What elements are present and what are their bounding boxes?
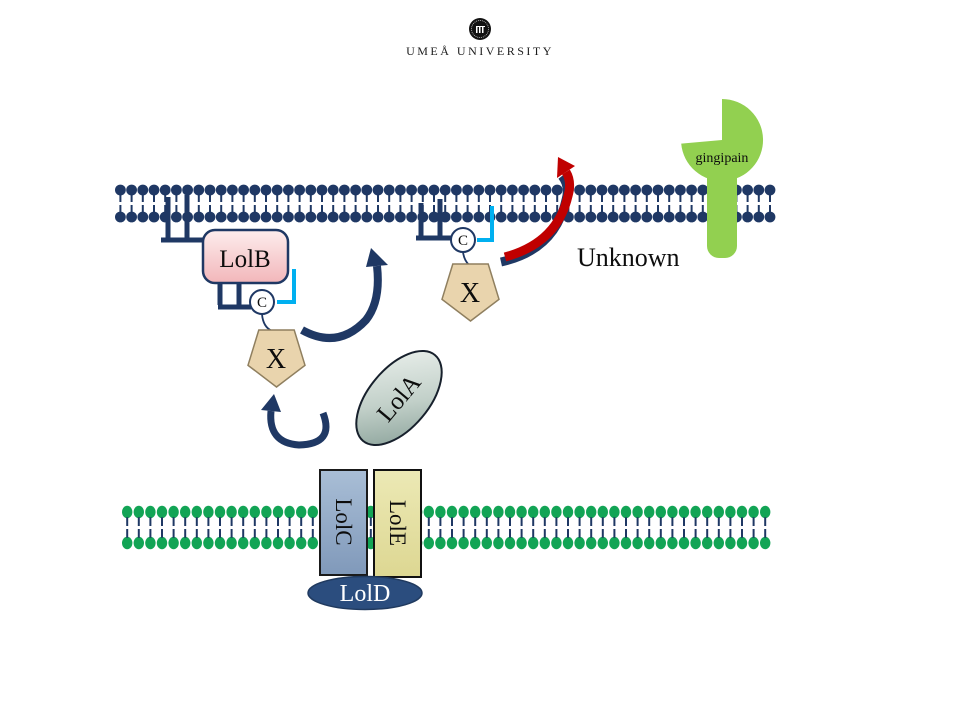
lipoprotein-x-middle-label: X	[460, 278, 480, 309]
lipoprotein-x-left-label: X	[266, 344, 286, 375]
lole-label: LolE	[385, 500, 410, 546]
lold-ellipse	[307, 575, 423, 611]
gingipain-head-shape	[681, 98, 764, 181]
university-seal-icon	[469, 18, 491, 40]
release-arrowhead-icon	[557, 157, 575, 178]
lipid-anchor-lolb-bottom	[217, 283, 251, 310]
c-site-circle-middle	[450, 227, 476, 253]
c-site-label-left: C	[257, 295, 267, 311]
c-connector-left	[261, 313, 273, 332]
release-arrow-red	[503, 169, 575, 262]
transfer-arrow-small	[261, 394, 330, 449]
c-site-circle-left	[249, 289, 275, 315]
lolb-complex: LolB C X	[161, 195, 306, 388]
signal-peptide-cyan-outer-left	[277, 269, 296, 304]
lolb-label: LolB	[219, 246, 270, 273]
transfer-arrow-small-curve	[267, 410, 330, 449]
lipoprotein-x-middle	[441, 263, 500, 322]
lipoprotein-x-left	[247, 329, 306, 388]
inner-membrane	[122, 505, 771, 550]
lolcde-transporter: LolC LolE LolD	[307, 469, 423, 611]
lipid-anchor-middle	[416, 199, 452, 241]
lold-label: LolD	[340, 581, 391, 607]
lolc-label: LolC	[331, 498, 356, 545]
lolb-box	[201, 228, 290, 285]
transfer-arrow-large-curve	[300, 265, 382, 342]
outer-membrane	[115, 184, 776, 223]
inserted-lipoprotein-complex: C X	[416, 199, 500, 322]
lipid-anchor-lolb-top	[161, 195, 204, 243]
c-site-label-middle: C	[458, 233, 468, 249]
lola-ellipse	[355, 349, 443, 447]
university-logo: UMEÅ UNIVERSITY	[0, 18, 960, 59]
lole-box	[373, 469, 422, 578]
transfer-arrow-large	[300, 248, 388, 342]
lola-chaperone: LolA	[355, 349, 443, 447]
gingipain-protein: gingipain	[681, 98, 764, 258]
lolc-box	[319, 469, 368, 576]
transfer-arrow-large-head-icon	[366, 248, 388, 267]
university-name: UMEÅ UNIVERSITY	[406, 44, 554, 58]
gingipain-label: gingipain	[696, 151, 749, 166]
unknown-label: Unknown	[577, 243, 680, 272]
gingipain-stem	[707, 160, 737, 258]
transfer-arrow-small-head-icon	[261, 394, 281, 412]
c-connector-middle	[462, 251, 470, 266]
signal-peptide-cyan-middle	[477, 206, 494, 242]
release-arrow	[499, 157, 575, 267]
